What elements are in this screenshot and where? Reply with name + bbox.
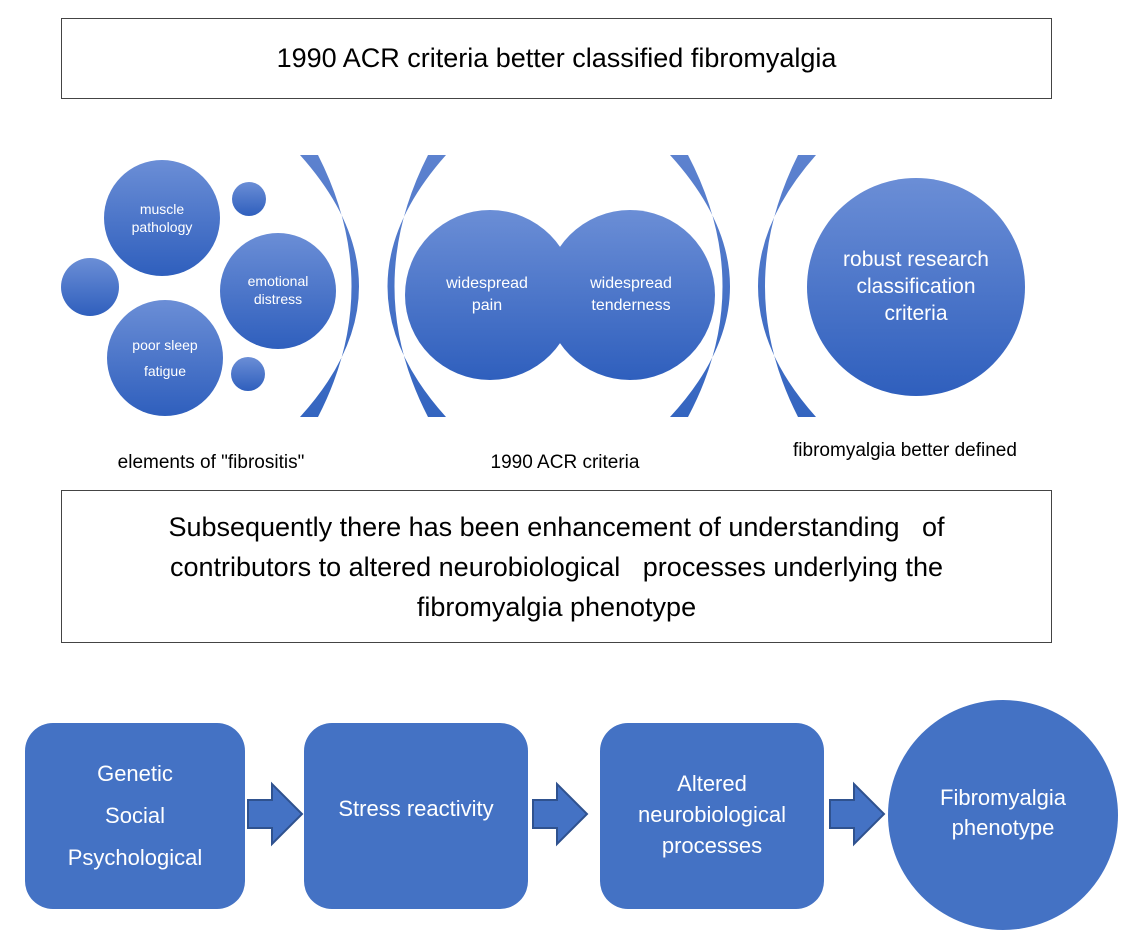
bracket-left-4 xyxy=(758,155,816,417)
title-box: 1990 ACR criteria better classified fibr… xyxy=(61,18,1052,99)
flow-arrow-2 xyxy=(532,781,589,847)
factor-genetic: Genetic xyxy=(97,761,173,786)
subtitle-box: Subsequently there has been enhancement … xyxy=(61,490,1052,643)
flow-arrow-1 xyxy=(247,781,304,847)
emotional-distress-label: emotional distress xyxy=(226,270,330,310)
caption-better-defined: fibromyalgia better defined xyxy=(793,440,1017,461)
flow-arrow-3 xyxy=(829,781,886,847)
small-circle-left xyxy=(61,258,119,316)
altered-box xyxy=(600,723,824,909)
poor-sleep-text: poor sleep xyxy=(132,336,198,353)
bracket-left-2 xyxy=(387,155,446,417)
caption-acr: 1990 ACR criteria xyxy=(490,452,640,473)
bracket-right-3 xyxy=(670,155,730,417)
robust-criteria-text: robust research classification criteria xyxy=(843,247,989,325)
bracket-right-1 xyxy=(300,155,359,417)
emotional-distress-circle xyxy=(220,233,336,349)
factor-psychological: Psychological xyxy=(67,845,203,870)
widespread-pain-text: widespread pain xyxy=(446,275,528,314)
stress-box xyxy=(304,723,528,909)
altered-label: Altered neurobiological processes xyxy=(618,723,806,909)
altered-text: Altered neurobiological processes xyxy=(638,770,786,858)
widespread-tenderness-circle xyxy=(545,210,715,380)
widespread-pain-label: widespread pain xyxy=(432,272,542,318)
factors-box xyxy=(25,723,245,909)
robust-criteria-label: robust research classification criteria xyxy=(841,230,991,342)
title-text: 1990 ACR criteria better classified fibr… xyxy=(276,43,837,73)
poor-sleep-circle xyxy=(107,300,223,416)
subtitle-text: Subsequently there has been enhancement … xyxy=(168,511,953,622)
stress-label: Stress reactivity xyxy=(304,723,528,909)
stress-text: Stress reactivity xyxy=(338,796,494,821)
muscle-pathology-circle xyxy=(104,160,220,276)
factor-social: Social xyxy=(105,803,165,828)
phenotype-text: Fibromyalgia phenotype xyxy=(940,785,1066,840)
robust-criteria-circle xyxy=(807,178,1025,396)
widespread-tenderness-label: widespread tenderness xyxy=(576,272,686,318)
small-circle-bottom xyxy=(231,357,265,391)
emotional-distress-text: emotional distress xyxy=(247,273,309,307)
phenotype-label: Fibromyalgia phenotype xyxy=(918,773,1088,853)
fatigue-text: fatigue xyxy=(143,362,187,379)
muscle-pathology-label: muscle pathology xyxy=(112,198,212,238)
muscle-pathology-text: muscle pathology xyxy=(131,201,193,235)
fibromyalgia-phenotype-circle xyxy=(888,700,1118,930)
factors-label: Genetic Social Psychological xyxy=(25,723,245,909)
widespread-pain-circle xyxy=(405,210,575,380)
poor-sleep-label: poor sleep fatigue xyxy=(115,330,215,385)
small-circle-top xyxy=(232,182,266,216)
widespread-tenderness-text: widespread tenderness xyxy=(590,275,672,314)
caption-fibrositis: elements of "fibrositis" xyxy=(117,452,305,473)
